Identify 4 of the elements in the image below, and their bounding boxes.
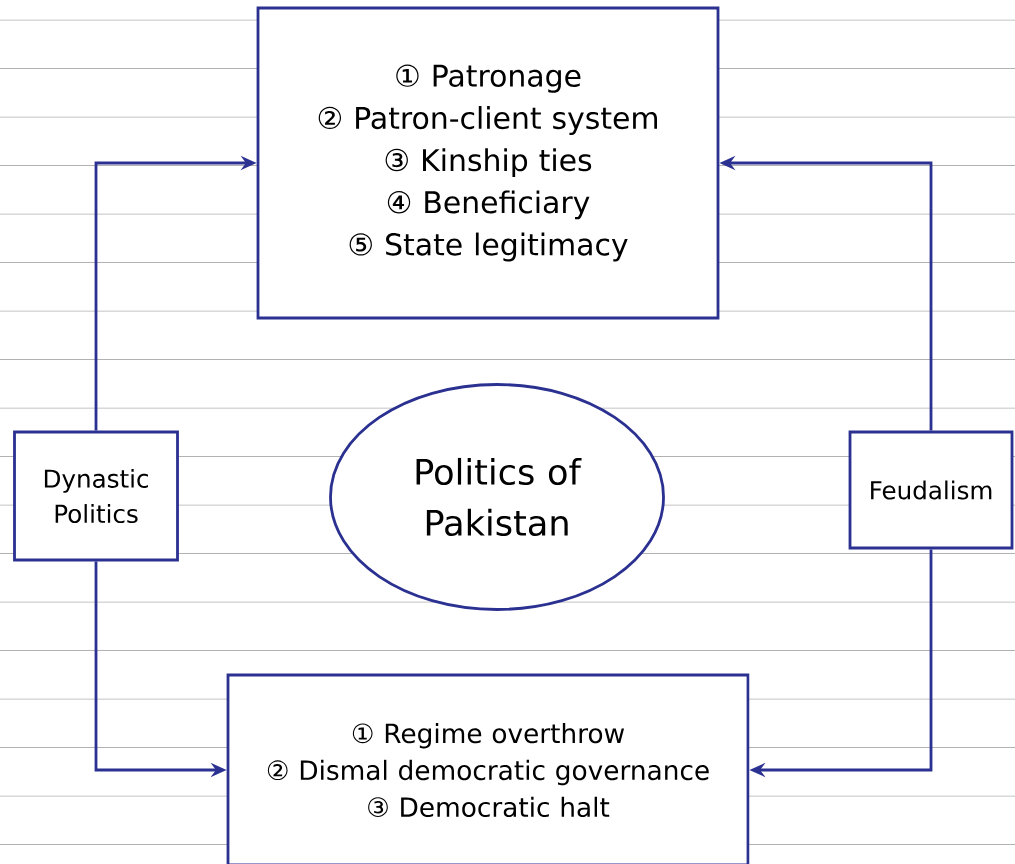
label-box: Dynastic Politics (13, 430, 179, 562)
list-box: ① Regime overthrow ② Dismal democratic governance ③ Democratic halt (226, 673, 750, 864)
list-box: ① Patronage ② Patron-client system ③ Kinship ties ④ Beneficiary ⑤ State legitimacy (256, 6, 720, 320)
label-box: Feudalism (848, 430, 1014, 550)
